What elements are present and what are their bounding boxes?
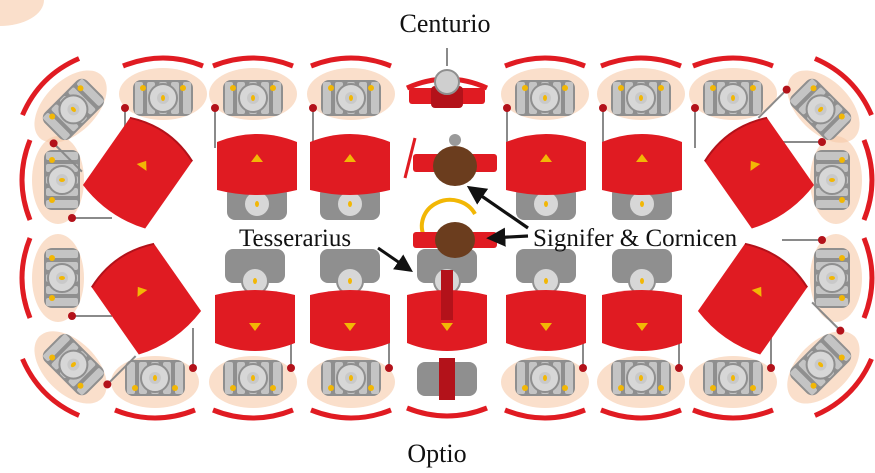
inner-lower-soldier-2	[310, 249, 390, 351]
roof-shield-bottom-left	[87, 237, 204, 359]
inner-lower-soldier-1	[215, 249, 295, 351]
label-tesserarius: Tesserarius	[239, 225, 351, 252]
inner-upper-soldier-3	[506, 134, 586, 220]
signifer-figure	[405, 134, 497, 186]
arrow-tesserarius	[378, 248, 410, 270]
inner-upper-soldier-4	[602, 134, 682, 220]
roof-shield-top-left	[79, 111, 196, 233]
inner-lower-soldier-5	[602, 249, 682, 351]
tesserarius-marker	[441, 270, 453, 320]
optio-figure	[407, 358, 487, 416]
roof-shield-bottom-right	[694, 237, 811, 359]
label-centurio: Centurio	[400, 9, 491, 38]
inner-upper-soldier-2	[310, 134, 390, 220]
inner-lower-soldier-4	[506, 249, 586, 351]
soldiers-layer	[0, 0, 875, 424]
inner-upper-soldier-1	[217, 134, 297, 220]
centurio-figure	[407, 48, 487, 108]
roof-shield-top-right	[700, 111, 817, 233]
arrow-signifer-lower	[490, 236, 528, 238]
label-optio: Optio	[407, 439, 466, 468]
label-signifer-cornicen: Signifer & Cornicen	[533, 225, 738, 252]
